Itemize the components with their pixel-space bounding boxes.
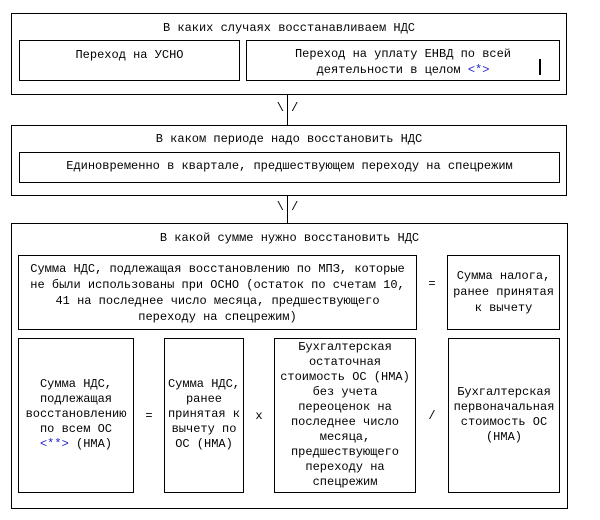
text-line: <**> (НМА): [39, 437, 113, 451]
quarter-box: Единовременно в квартале, предшествующем…: [19, 152, 560, 183]
text-line: остаточная: [308, 355, 381, 369]
text-line: принятая к: [167, 407, 240, 421]
tax-sum-box: Сумма налога, ранее принятая к вычету: [447, 255, 560, 330]
residual-value-box: Бухгалтерская остаточная стоимость ОС (Н…: [274, 338, 416, 493]
text-line: спецрежим: [312, 475, 378, 489]
text-line: ранее: [185, 392, 222, 406]
envd-box: Переход на уплату ЕНВД по всей деятельно…: [246, 40, 560, 81]
multiply-operator: x: [255, 409, 263, 423]
mpz-sum-box: Сумма НДС, подлежащая восстановлению по …: [18, 255, 417, 330]
connector-arrow-1: \ /: [276, 101, 299, 115]
text-line: деятельности в целом <*>: [316, 63, 490, 77]
text-line: ОС (НМА): [175, 437, 233, 451]
text-line: восстановлению: [25, 407, 127, 421]
text-line: вычету по: [171, 422, 237, 436]
amount-title: В какой сумме нужно восстановить НДС: [159, 231, 420, 245]
initial-value-box: Бухгалтерская первоначальная стоимость О…: [448, 338, 560, 493]
amount-section: В какой сумме нужно восстановить НДС Сум…: [11, 223, 568, 509]
connector-arrow-2: \ /: [276, 200, 299, 214]
text-line: Бухгалтерская: [457, 385, 551, 399]
text-cursor: [539, 59, 541, 75]
text-line: стоимость ОС (НМА): [280, 370, 410, 384]
text-line: Переход на уплату ЕНВД по всей: [294, 47, 512, 61]
text-line: Сумма НДС,: [39, 377, 112, 391]
divide-operator: /: [428, 409, 436, 423]
text-line: предшествующего: [290, 445, 400, 459]
text-line: месяца,: [319, 430, 371, 444]
text-line: 41 на последнее число месяца, предшеству…: [55, 294, 380, 308]
connector-line-2: [287, 196, 288, 223]
text-line: подлежащая: [39, 392, 112, 406]
text-line: переходу на: [305, 460, 385, 474]
usno-label: Переход на УСНО: [75, 48, 184, 62]
text-line: первоначальная: [453, 400, 555, 414]
os-restore-sum-box: Сумма НДС, подлежащая восстановлению по …: [18, 338, 134, 493]
text-line: (НМА): [485, 430, 522, 444]
text-line: переоценок на: [298, 400, 392, 414]
text-line: переходу на спецрежим): [138, 310, 297, 324]
text-line: по всем ОС: [39, 422, 112, 436]
quarter-label: Единовременно в квартале, предшествующем…: [66, 159, 513, 173]
text-line: Бухгалтерская: [298, 340, 392, 354]
text-line: не были использованы при ОСНО (остаток п…: [30, 278, 405, 292]
text-line: Сумма НДС,: [167, 377, 240, 391]
text-line: ранее принятая: [453, 285, 554, 299]
footnote-link-1[interactable]: <*>: [467, 63, 490, 77]
text-line: без учета: [312, 385, 378, 399]
connector-line-1: [287, 95, 288, 125]
equals-operator: =: [428, 277, 436, 291]
text-line: стоимость ОС: [460, 415, 548, 429]
period-section: В каком периоде надо восстановить НДС Ед…: [11, 125, 567, 196]
text-line: Сумма налога,: [456, 269, 551, 283]
footnote-link-2[interactable]: <**>: [39, 437, 69, 451]
equals-operator: =: [145, 409, 153, 423]
cases-section: В каких случаях восстанавливаем НДС Пере…: [11, 13, 567, 95]
cases-title: В каких случаях восстанавливаем НДС: [162, 21, 416, 35]
text-line: последнее число: [290, 415, 400, 429]
text-line: Сумма НДС, подлежащая восстановлению по …: [30, 262, 405, 276]
usno-box: Переход на УСНО: [19, 40, 240, 81]
period-title: В каком периоде надо восстановить НДС: [155, 132, 423, 146]
os-deducted-sum-box: Сумма НДС, ранее принятая к вычету по ОС…: [164, 338, 244, 493]
text-line: к вычету: [474, 301, 533, 315]
